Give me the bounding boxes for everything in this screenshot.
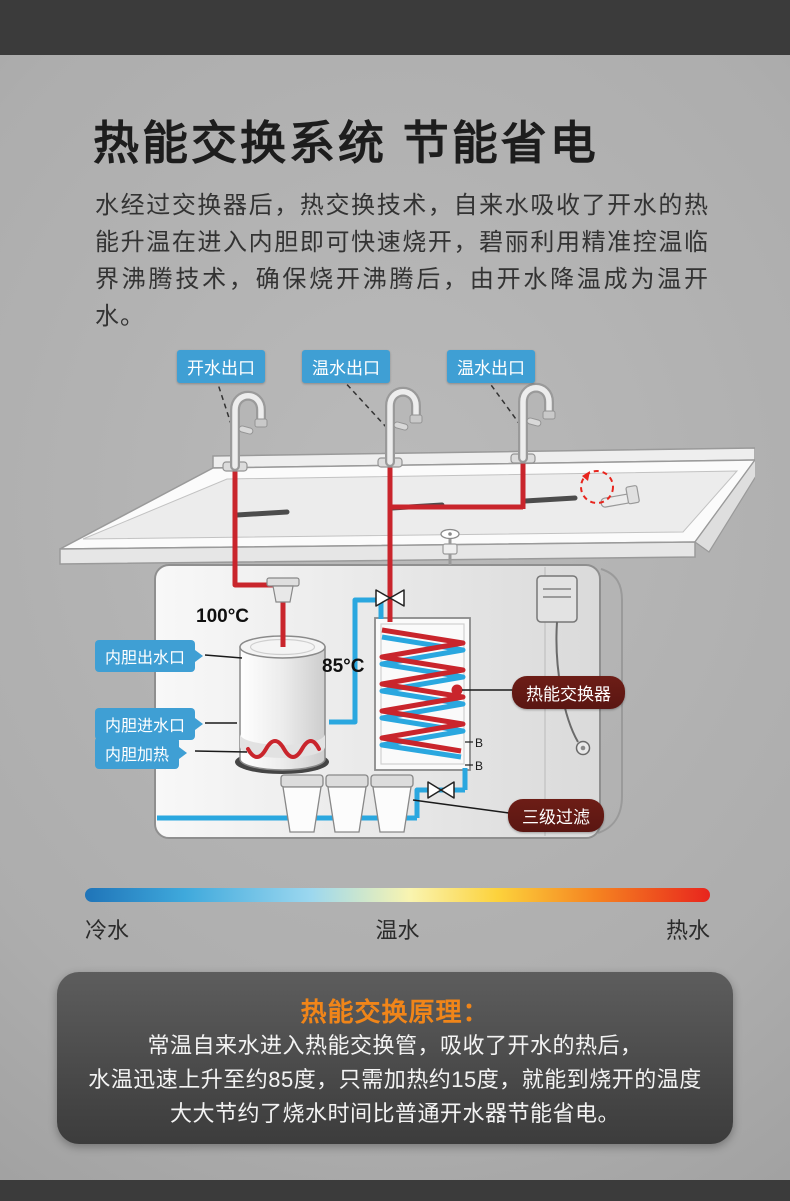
principle-line-2: 水温迅速上升至约85度，只需加热约15度，就能到烧开的温度: [88, 1067, 702, 1092]
coil-marks: B B: [465, 736, 483, 773]
bottom-banner: [0, 1180, 790, 1201]
system-diagram: B B 开水出口 温水出口 温水出口 100°C 85°C 内胆出水口 内胆进水…: [45, 338, 755, 883]
top-banner: [0, 0, 790, 55]
mark-b1: B: [475, 736, 483, 750]
label-tank-heater: 内胆加热: [95, 737, 188, 769]
diagram-drawing: B B: [59, 377, 755, 839]
label-tank-outlet: 内胆出水口: [95, 640, 204, 672]
label-heat-exchanger: 热能交换器: [512, 676, 625, 709]
label-temp-85: 85°C: [322, 656, 365, 677]
page-title: 热能交换系统 节能省电: [93, 116, 599, 169]
exchanger-node: [451, 684, 463, 696]
callout-leader-lines: [194, 654, 513, 814]
side-faucet: [580, 470, 640, 508]
tank-top-fitting: [266, 577, 300, 603]
highlight-circle-icon: [580, 470, 614, 504]
label-warm-outlet-1: 温水出口: [302, 350, 390, 383]
label-filter: 三级过滤: [508, 799, 604, 832]
principle-box: 热能交换原理： 常温自来水进入热能交换管，吸收了开水的热后， 水温迅速上升至约8…: [57, 972, 733, 1144]
gradient-legend: 冷水 温水 热水: [85, 913, 710, 945]
heating-element: [246, 739, 321, 759]
mark-b2: B: [475, 759, 483, 773]
hot-pipes: [232, 460, 526, 647]
label-boiling-outlet: 开水出口: [177, 350, 265, 383]
label-warm-outlet-2: 温水出口: [447, 350, 535, 383]
label-temp-100: 100°C: [196, 606, 250, 627]
principle-line-1: 常温自来水进入热能交换管，吸收了开水的热后，: [147, 1033, 643, 1058]
legend-hot: 热水: [665, 918, 710, 943]
intro-text: 水经过交换器后，热交换技术，自来水吸收了开水的热能升温在进入内胆即可快速烧开，碧…: [95, 192, 709, 330]
label-tank-inlet: 内胆进水口: [95, 708, 204, 740]
exchanger-coil-hot: [379, 627, 466, 754]
control-box: [536, 575, 578, 623]
exchanger-coil-cold: [379, 634, 466, 760]
principle-title: 热能交换原理：: [300, 997, 490, 1027]
filter-cartridges: [280, 774, 414, 833]
temperature-gradient-bar: [85, 888, 710, 902]
legend-cold: 冷水: [85, 918, 130, 943]
principle-line-3: 大大节约了烧水时间比普通开水器节能省电。: [169, 1101, 620, 1126]
valve-icons: [375, 589, 455, 799]
legend-warm: 温水: [375, 918, 420, 943]
inner-tank: [239, 635, 326, 771]
